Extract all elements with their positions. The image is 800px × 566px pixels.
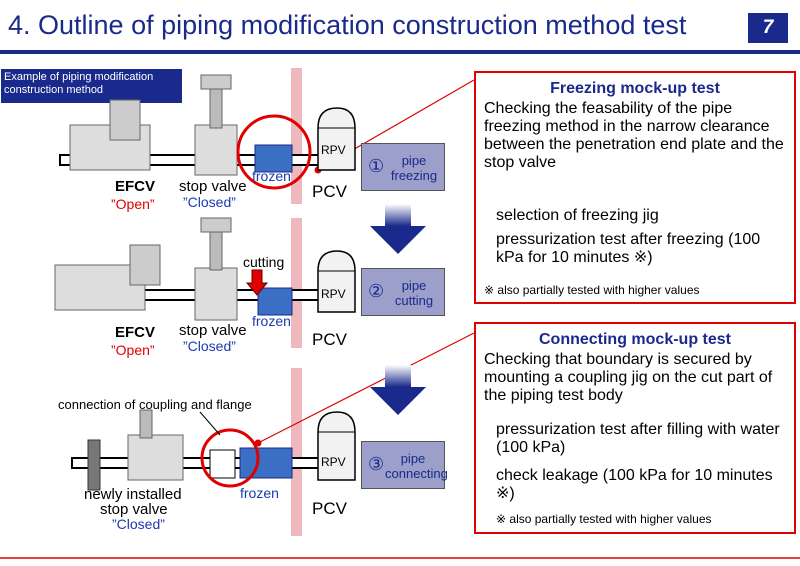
frozen-section-1 [254, 144, 293, 173]
closed-label-2: ”Closed” [183, 338, 236, 354]
title-rule [0, 50, 800, 54]
closed-label-3: ”Closed” [112, 516, 165, 532]
frozen-label-3: frozen [240, 485, 279, 501]
connecting-heading: Connecting mock-up test [538, 331, 731, 348]
rpv-label-2: RPV [321, 287, 346, 301]
pcv-label-1: PCV [312, 182, 347, 201]
freezing-item-1: selection of freezing jig [496, 207, 659, 224]
connecting-note: ※ also partially tested with higher valu… [496, 512, 712, 526]
step-pipe-cutting: ② pipe cutting [361, 268, 445, 316]
closed-label-1: ”Closed” [183, 194, 236, 210]
step-pipe-connecting: ③ pipe connecting [361, 441, 448, 489]
efcv-label-1: EFCV [115, 178, 156, 195]
cutting-arrow [245, 269, 269, 296]
freezing-description: Checking the feasability of the pipe fre… [484, 100, 784, 171]
row2-graphics [54, 217, 356, 321]
page-number-badge: 7 [748, 13, 788, 43]
freezing-item-2: pressurization test after freezing (100 … [496, 231, 761, 266]
open-label-1: ”Open” [111, 196, 155, 212]
step-pipe-freezing: ① pipe freezing [361, 143, 445, 191]
open-label-2: ”Open” [111, 342, 155, 358]
example-label: Example of piping modification construct… [1, 69, 182, 103]
step-label: pipe connecting [385, 451, 448, 481]
frozen-label-2: frozen [252, 313, 291, 329]
stop-valve-label-3: stop valve [100, 501, 168, 518]
pcv-label-3: PCV [312, 499, 347, 518]
newly-installed-label: newly installed [84, 486, 182, 503]
pcv-wall-3 [291, 368, 302, 536]
rpv-label-3: RPV [321, 455, 346, 469]
step-number: ① [368, 156, 385, 176]
pcv-wall-1 [291, 68, 302, 204]
row3-graphics [71, 332, 475, 491]
flow-arrow-2 [370, 365, 426, 415]
freezing-heading: Freezing mock-up test [550, 80, 720, 97]
highlight-circle-3 [200, 428, 260, 488]
flow-arrow-1 [370, 204, 426, 254]
frozen-label-1: frozen [252, 168, 291, 184]
frozen-section-2 [257, 287, 293, 316]
connecting-item-1: pressurization test after filling with w… [496, 421, 780, 456]
cutting-label: cutting [243, 254, 285, 270]
stop-valve-label-1: stop valve [179, 178, 247, 195]
connecting-test-box: Connecting mock-up test Checking that bo… [474, 322, 796, 534]
step-label: pipe cutting [394, 278, 434, 308]
pcv-label-2: PCV [312, 330, 347, 349]
connection-label: connection of coupling and flange [58, 397, 252, 412]
step-number: ③ [368, 454, 385, 474]
coupling-section [239, 447, 293, 479]
freezing-note: ※ also partially tested with higher valu… [484, 283, 700, 297]
row1-graphics [59, 74, 475, 190]
freezing-test-box: Freezing mock-up test Checking the feasa… [474, 71, 796, 304]
connecting-item-2: check leakage (100 kPa for 10 minutes ※) [496, 467, 773, 502]
highlight-circle-1 [236, 114, 312, 190]
connecting-description: Checking that boundary is secured by mou… [484, 351, 773, 404]
step-label: pipe freezing [390, 153, 438, 183]
pcv-wall-2 [291, 218, 302, 348]
efcv-label-2: EFCV [115, 324, 156, 341]
stop-valve-label-2: stop valve [179, 322, 247, 339]
step-number: ② [368, 281, 385, 301]
page-title: 4. Outline of piping modification constr… [8, 10, 687, 40]
rpv-label-1: RPV [321, 143, 346, 157]
